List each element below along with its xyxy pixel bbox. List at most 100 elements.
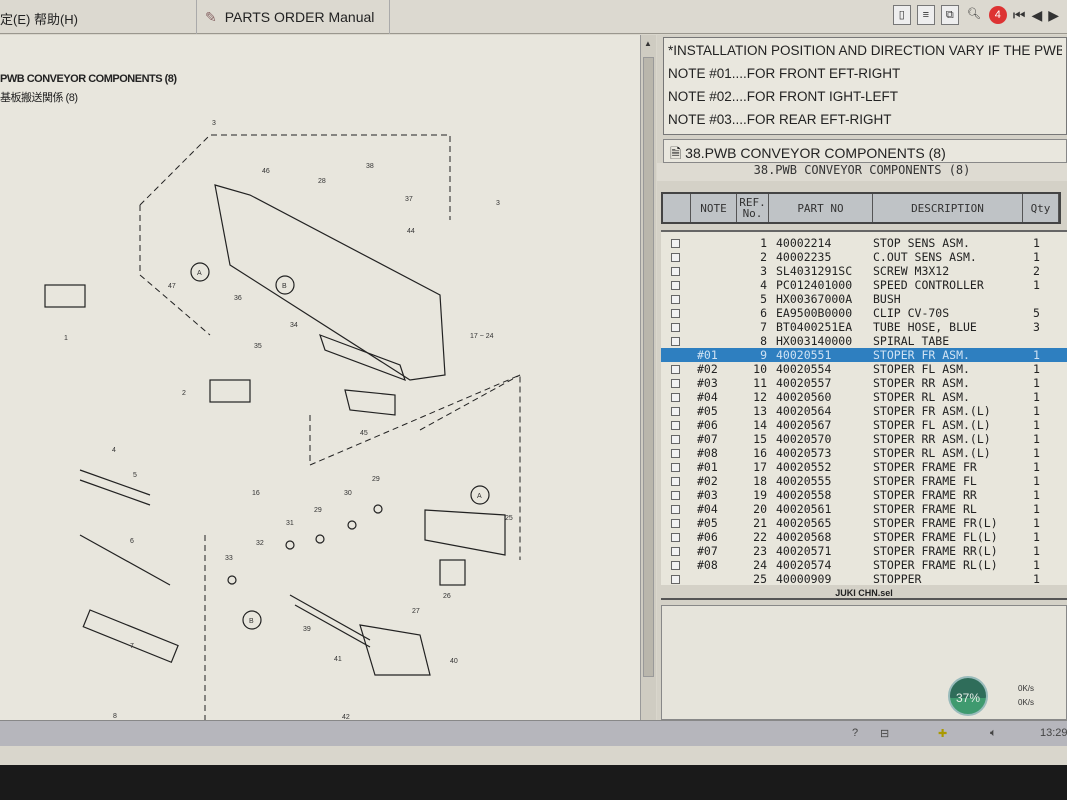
- help-icon[interactable]: ?: [852, 727, 859, 739]
- header-ref[interactable]: REF. No.: [737, 194, 769, 222]
- row-checkbox[interactable]: [671, 421, 680, 430]
- header-part-no[interactable]: PART NO: [769, 194, 873, 222]
- cell-part-no: 40020571: [776, 544, 832, 558]
- document-tab[interactable]: ✎ PARTS ORDER Manual: [196, 0, 390, 34]
- callout: 37: [405, 196, 413, 203]
- cell-note: #03: [697, 376, 718, 390]
- row-checkbox[interactable]: [671, 267, 680, 276]
- row-checkbox[interactable]: [671, 379, 680, 388]
- first-page-button[interactable]: ⏮: [1012, 6, 1026, 23]
- taskbar: ? ⊟ ✚ 🔈︎ 13:29: [0, 720, 1067, 746]
- scroll-up-icon[interactable]: ▲: [644, 39, 652, 48]
- row-checkbox[interactable]: [671, 393, 680, 402]
- row-checkbox[interactable]: [671, 463, 680, 472]
- row-checkbox[interactable]: [671, 435, 680, 444]
- section-title: 38.PWB CONVEYOR COMPONENTS (8): [685, 145, 946, 161]
- network-icon[interactable]: ⊟: [880, 728, 890, 740]
- page-number-badge[interactable]: 4: [988, 6, 1007, 24]
- cell-qty: 3: [1033, 320, 1040, 334]
- cell-ref: 21: [753, 516, 767, 530]
- cell-qty: 1: [1033, 474, 1040, 488]
- copy-icon[interactable]: ⧉: [940, 5, 959, 25]
- menu-bar[interactable]: 定(E) 帮助(H): [0, 12, 78, 27]
- row-checkbox[interactable]: [671, 323, 680, 332]
- next-page-button[interactable]: ▶: [1048, 6, 1059, 23]
- list-icon[interactable]: ≡: [916, 5, 935, 25]
- cell-description: SPEED CONTROLLER: [873, 278, 984, 292]
- callout: 32: [256, 540, 264, 547]
- row-checkbox[interactable]: [671, 575, 680, 584]
- callout: 30: [344, 490, 352, 497]
- cell-qty: 1: [1033, 446, 1040, 460]
- cell-part-no: BT0400251EA: [776, 320, 853, 334]
- row-checkbox[interactable]: [671, 337, 680, 346]
- cell-description: CLIP CV-70S: [873, 306, 950, 320]
- row-checkbox[interactable]: [671, 239, 680, 248]
- cell-note: #05: [697, 404, 718, 418]
- scrollbar-thumb[interactable]: [643, 57, 654, 677]
- cell-ref: 4: [760, 278, 767, 292]
- volume-icon[interactable]: 🔈︎: [990, 727, 997, 739]
- download-speed: 0K/s: [1018, 698, 1035, 707]
- diagram-scrollbar[interactable]: ▲: [640, 35, 656, 720]
- row-checkbox[interactable]: [671, 253, 680, 262]
- header-note[interactable]: NOTE: [691, 194, 737, 222]
- row-checkbox[interactable]: [671, 281, 680, 290]
- row-checkbox[interactable]: [671, 547, 680, 556]
- row-checkbox[interactable]: [671, 295, 680, 304]
- row-checkbox[interactable]: [671, 449, 680, 458]
- security-icon[interactable]: ✚: [938, 728, 948, 740]
- header-description[interactable]: DESCRIPTION: [873, 194, 1023, 222]
- diagram-pane[interactable]: PWB CONVEYOR COMPONENTS (8) 基板搬送関係 (8): [0, 35, 640, 720]
- header-qty[interactable]: Qty: [1023, 194, 1059, 222]
- section-header[interactable]: 🗎︎ 38.PWB CONVEYOR COMPONENTS (8): [663, 139, 1067, 163]
- cell-qty: 1: [1033, 362, 1040, 376]
- upload-speed: 0K/s: [1018, 684, 1035, 693]
- prev-page-button[interactable]: ◀: [1031, 6, 1043, 23]
- cell-qty: 1: [1033, 236, 1040, 250]
- row-checkbox[interactable]: [671, 519, 680, 528]
- cell-part-no: 40020558: [776, 488, 832, 502]
- row-checkbox[interactable]: [671, 309, 680, 318]
- row-checkbox[interactable]: [671, 407, 680, 416]
- cell-part-no: 40020560: [776, 390, 832, 404]
- book-icon[interactable]: ▯: [892, 5, 911, 25]
- cpu-gauge[interactable]: 37%: [948, 676, 988, 716]
- zoom-icon[interactable]: 🔍︎: [966, 8, 981, 20]
- row-checkbox[interactable]: [671, 491, 680, 500]
- cell-part-no: 40020565: [776, 516, 832, 530]
- row-checkbox[interactable]: [671, 505, 680, 514]
- callout: 39: [303, 626, 311, 633]
- row-checkbox[interactable]: [671, 561, 680, 570]
- row-checkbox[interactable]: [671, 477, 680, 486]
- cell-description: BUSH: [873, 292, 901, 306]
- row-checkbox[interactable]: [671, 365, 680, 374]
- row-checkbox[interactable]: [671, 533, 680, 542]
- cell-qty: 1: [1033, 278, 1040, 292]
